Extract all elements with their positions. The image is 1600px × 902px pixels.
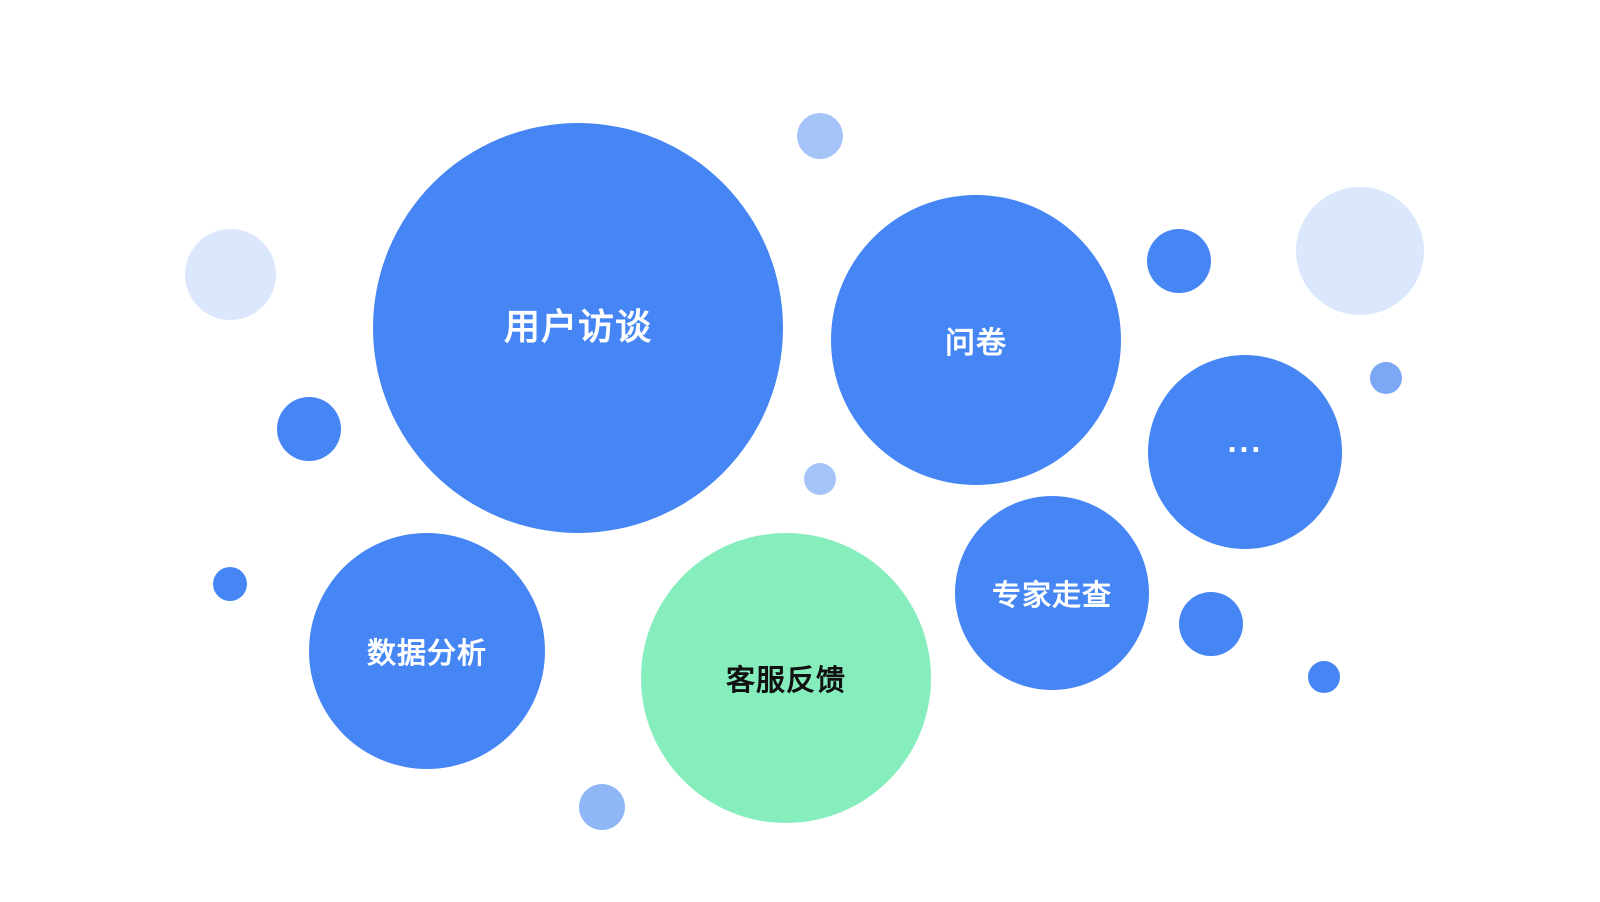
bubble-label: ... bbox=[1227, 429, 1263, 459]
bubble-survey: 问卷 bbox=[831, 195, 1121, 485]
decorative-dot bbox=[797, 113, 843, 159]
decorative-dot bbox=[804, 463, 836, 495]
bubble-label: 数据分析 bbox=[366, 636, 487, 670]
decorative-dot bbox=[1179, 592, 1243, 656]
decorative-dot bbox=[1147, 229, 1211, 293]
bubble-more: ... bbox=[1148, 355, 1342, 549]
decorative-dot bbox=[1308, 661, 1340, 693]
decorative-dot bbox=[1296, 187, 1424, 315]
decorative-dot bbox=[213, 567, 247, 601]
decorative-dot bbox=[277, 397, 341, 461]
bubble-label: 问卷 bbox=[945, 326, 1007, 361]
bubble-user-interview: 用户访谈 bbox=[373, 123, 783, 533]
bubble-label: 用户访谈 bbox=[503, 307, 652, 348]
bubble-expert-review: 专家走查 bbox=[955, 496, 1149, 690]
decorative-dot bbox=[1370, 362, 1402, 394]
bubble-customer-feedback: 客服反馈 bbox=[641, 533, 931, 823]
bubble-label: 专家走查 bbox=[991, 578, 1112, 612]
bubble-data-analysis: 数据分析 bbox=[309, 533, 545, 769]
decorative-dot bbox=[185, 229, 276, 320]
decorative-dot bbox=[579, 784, 625, 830]
bubble-label: 客服反馈 bbox=[725, 663, 846, 697]
